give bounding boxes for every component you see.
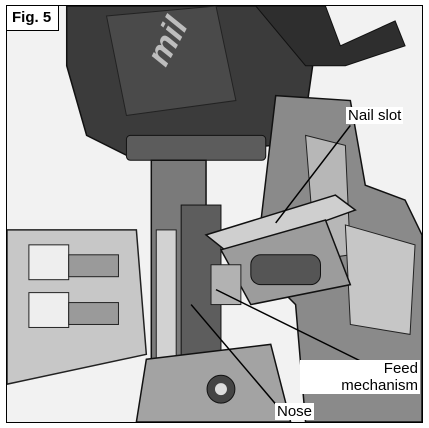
leader-nose — [190, 304, 277, 405]
nail-slot — [204, 194, 357, 256]
callout-feed-line1: Feed — [383, 360, 418, 377]
leader-nail-slot — [275, 124, 351, 224]
callout-feed-line2: mechanism — [341, 377, 418, 394]
figure-number: Fig. 5 — [7, 6, 60, 31]
leader-feed — [215, 288, 378, 370]
callout-nail-slot: Nail slot — [346, 107, 404, 124]
nailer-illustration: mil — [7, 6, 422, 422]
callout-feed-mechanism: Feed mechanism — [300, 360, 420, 394]
figure-frame: mil Fig. 5 Nail slot Feed mechanis — [6, 5, 423, 423]
callout-nose: Nose — [275, 403, 315, 420]
